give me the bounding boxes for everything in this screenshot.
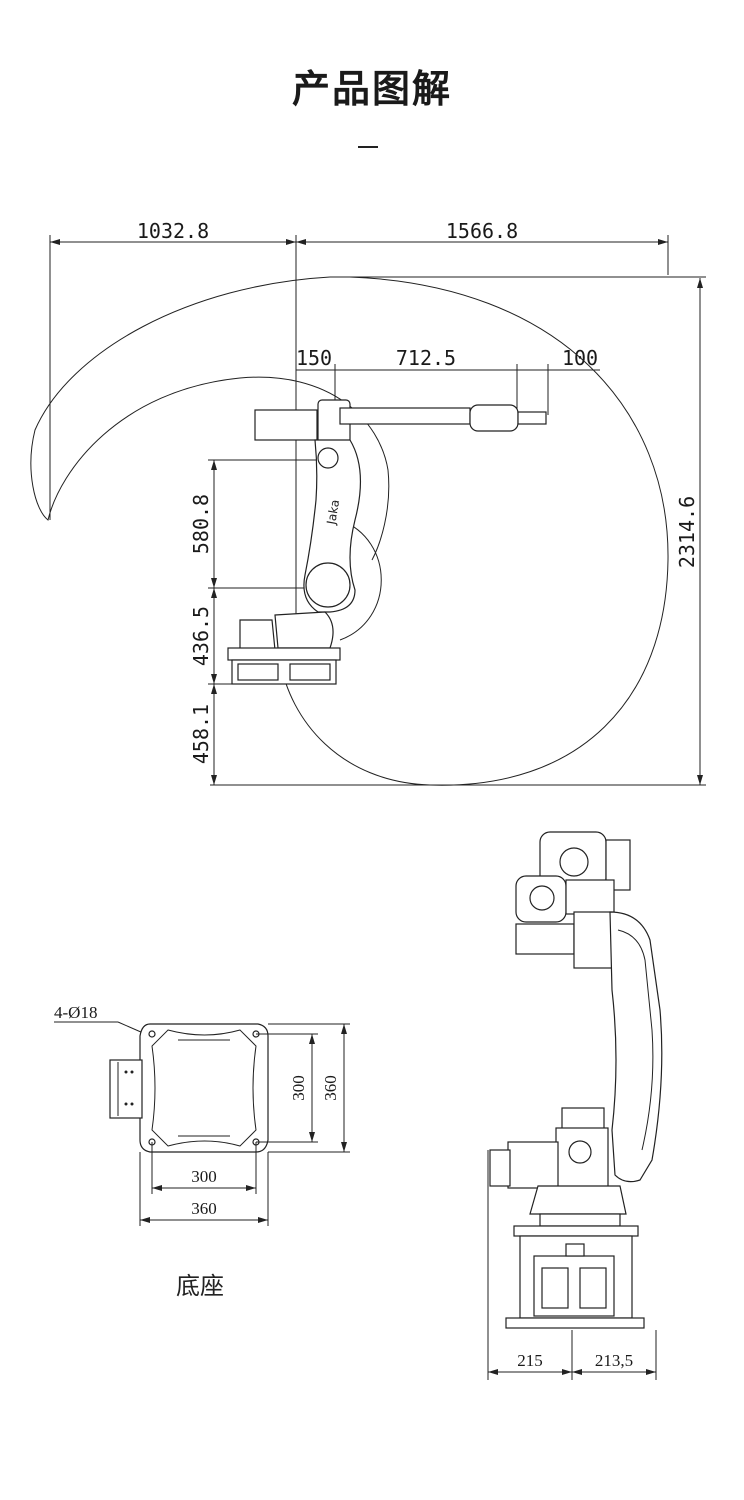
dim-inner-vertical: 300: [289, 1075, 308, 1101]
title-underline: [358, 146, 378, 148]
dim-wrist: 100: [562, 346, 598, 370]
base-caption: 底座: [176, 1272, 224, 1300]
robot-logo: Jaka: [324, 498, 342, 526]
dim-shoulder-height: 436.5: [189, 606, 213, 666]
dim-reach-back: 1032.8: [137, 219, 209, 243]
dim-outer-horizontal: 360: [191, 1199, 217, 1218]
dim-inner-horizontal: 300: [191, 1167, 217, 1186]
dim-side-left: 215: [517, 1351, 543, 1370]
dim-reach-front: 1566.8: [446, 219, 518, 243]
dim-arm-length: 712.5: [396, 346, 456, 370]
dim-total-height: 2314.6: [675, 496, 699, 568]
dim-upper-arm: 580.8: [189, 494, 213, 554]
page-title: 产品图解: [291, 67, 452, 111]
dim-offset: 150: [296, 346, 332, 370]
base-plate-view: 4-Ø18 300 360: [54, 1003, 350, 1226]
dim-below-base: 458.1: [189, 704, 213, 764]
side-view: 215 213,5: [487, 831, 663, 1380]
hole-spec-label: 4-Ø18: [54, 1003, 97, 1022]
dim-side-right: 213,5: [595, 1351, 633, 1370]
dim-outer-vertical: 360: [321, 1075, 340, 1101]
workspace-view: 1032.8 1566.8 2314.6 580.8 436.5 458.1: [30, 219, 706, 786]
